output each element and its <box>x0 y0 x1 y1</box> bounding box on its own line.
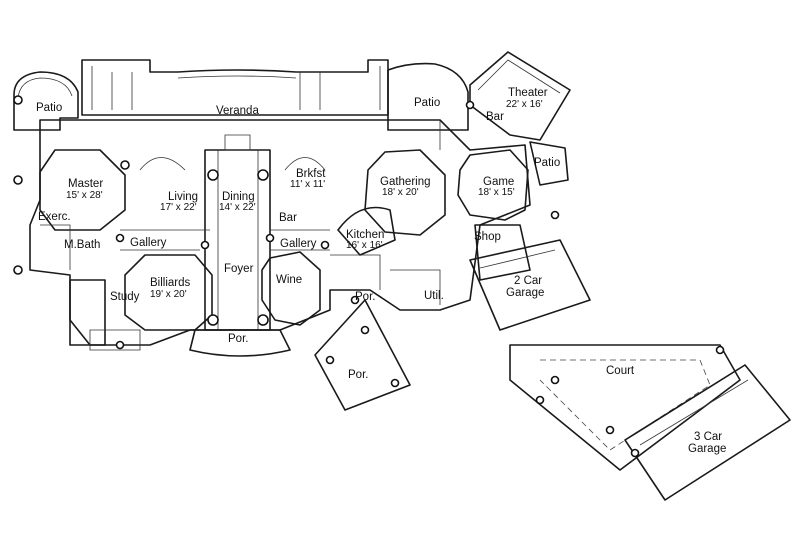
room-brkfst-dim: 11' x 11' <box>290 179 325 190</box>
room-bar-center: Bar <box>279 212 297 224</box>
room-por-court: Por. <box>348 369 368 381</box>
room-dining: Dining <box>222 191 255 203</box>
room-study: Study <box>110 291 140 303</box>
room-labels: Patio Veranda Patio Theater 22' x 16' Ba… <box>36 87 726 455</box>
room-veranda: Veranda <box>216 105 259 117</box>
room-game-dim: 18' x 15' <box>478 187 515 198</box>
columns <box>13 95 725 458</box>
walls <box>13 51 791 501</box>
room-game: Game <box>483 176 514 188</box>
room-court: Court <box>606 365 635 377</box>
room-por-side: Por. <box>355 291 375 303</box>
room-patio-north: Patio <box>414 97 440 109</box>
room-foyer: Foyer <box>224 263 254 275</box>
room-garage-3-dim: Garage <box>688 443 726 455</box>
room-brkfst: Brkfst <box>296 168 326 180</box>
room-util: Util. <box>424 290 444 302</box>
room-wine: Wine <box>276 274 302 286</box>
room-theater-dim: 22' x 16' <box>506 99 543 110</box>
room-shop: Shop <box>474 231 501 243</box>
room-living-dim: 17' x 22' <box>160 202 197 213</box>
room-theater: Theater <box>508 87 548 99</box>
room-billiards: Billiards <box>150 277 191 289</box>
room-gallery-east: Gallery <box>280 238 317 250</box>
room-mbath: M.Bath <box>64 239 100 251</box>
room-master: Master <box>68 178 103 190</box>
room-kitchen-dim: 16' x 16' <box>346 240 383 251</box>
room-master-dim: 15' x 28' <box>66 190 103 201</box>
room-por-front: Por. <box>228 333 248 345</box>
room-garage-3: 3 Car <box>694 431 722 443</box>
room-dining-dim: 14' x 22' <box>219 202 256 213</box>
room-exerc: Exerc. <box>38 211 71 223</box>
room-kitchen: Kitchen <box>346 229 384 241</box>
room-billiards-dim: 19' x 20' <box>150 289 187 300</box>
room-patio-west: Patio <box>36 102 62 114</box>
room-living: Living <box>168 191 198 203</box>
room-gallery-west: Gallery <box>130 237 167 249</box>
room-patio-east: Patio <box>534 157 560 169</box>
room-garage-2-dim: Garage <box>506 287 544 299</box>
room-gathering: Gathering <box>380 176 431 188</box>
room-garage-2: 2 Car <box>514 275 542 287</box>
room-gathering-dim: 18' x 20' <box>382 187 419 198</box>
room-bar-north: Bar <box>486 111 504 123</box>
